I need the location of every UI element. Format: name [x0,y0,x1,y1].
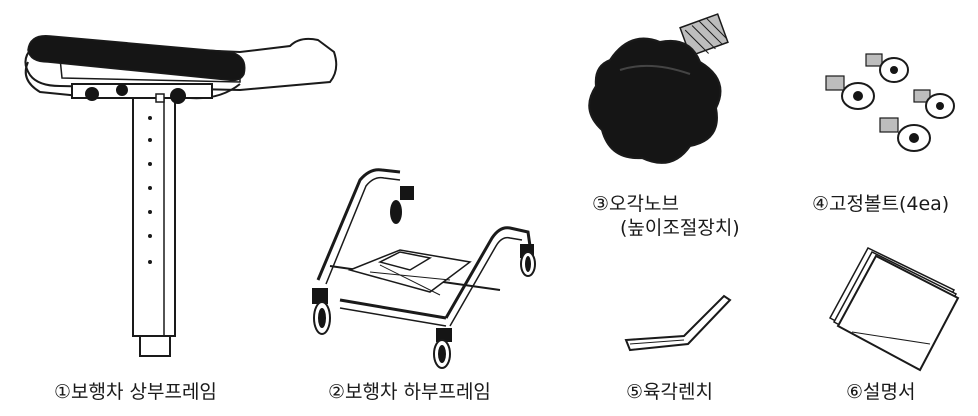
star-knob-label-line2: (높이조절장치) [620,217,740,239]
lower-frame-drawing [312,168,536,369]
bolt-4 [879,117,931,152]
manual-drawing [828,247,960,372]
bolt-2 [865,53,909,83]
star-knob-label-line1: ③오각노브 [592,193,679,215]
manual-label: ⑥설명서 [846,381,916,403]
hex-wrench-drawing [624,294,732,352]
bolt-3 [913,89,955,119]
fixing-bolts-drawing [825,53,955,152]
upper-frame-label: ①보행차 상부프레임 [54,381,217,403]
star-knob-drawing [588,13,729,164]
hex-wrench-label: ⑤육각렌치 [626,381,713,403]
bolt-1 [825,75,875,110]
lower-frame-label: ②보행차 하부프레임 [328,381,491,403]
fixing-bolts-label: ④고정볼트(4ea) [812,193,950,215]
upper-frame-drawing [24,35,338,357]
